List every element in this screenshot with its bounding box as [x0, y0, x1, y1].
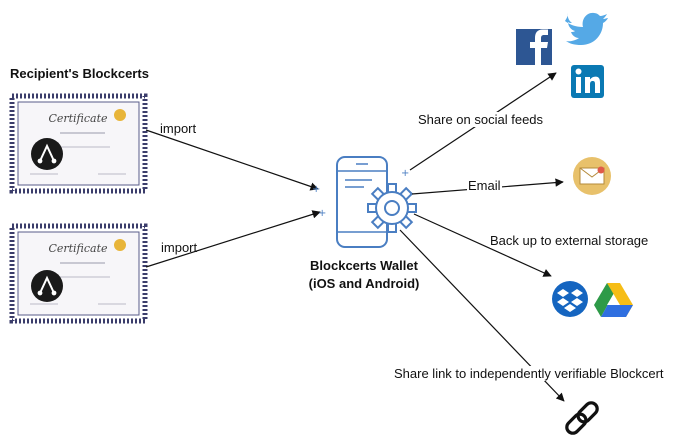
certificate-bottom — [9, 223, 148, 324]
gear-icon — [367, 183, 417, 233]
linkedin-icon — [571, 65, 604, 98]
svg-text:+: + — [401, 168, 409, 179]
import-arrow-bottom — [145, 210, 321, 268]
recipient-title: Recipient's Blockcerts — [10, 66, 149, 81]
svg-text:+: + — [312, 184, 320, 195]
wallet-title-line2: (iOS and Android) — [308, 276, 420, 291]
google-drive-icon — [594, 283, 633, 317]
email-icon — [573, 157, 611, 195]
import-label-bottom: import — [161, 240, 198, 255]
backup-label: Back up to external storage — [490, 233, 649, 248]
share-link-label: Share link to independently verifiable B… — [392, 366, 666, 381]
share-social-label: Share on social feeds — [416, 112, 546, 127]
chain-link-icon — [565, 401, 599, 435]
certificate-top — [9, 93, 148, 194]
email-label: Email — [467, 178, 502, 193]
import-label-top: import — [160, 121, 197, 136]
certificate-bottom-heading: Certificate — [48, 242, 108, 255]
twitter-icon — [565, 12, 608, 46]
svg-text:+: + — [318, 208, 326, 219]
facebook-icon — [516, 29, 552, 65]
wallet-title-line1: Blockcerts Wallet — [310, 258, 418, 273]
blockcerts-logo-icon — [31, 138, 63, 170]
dropbox-icon — [552, 281, 588, 317]
certificate-top-heading: Certificate — [48, 112, 108, 125]
backup-arrow — [413, 213, 552, 277]
import-arrow-top — [145, 129, 319, 191]
